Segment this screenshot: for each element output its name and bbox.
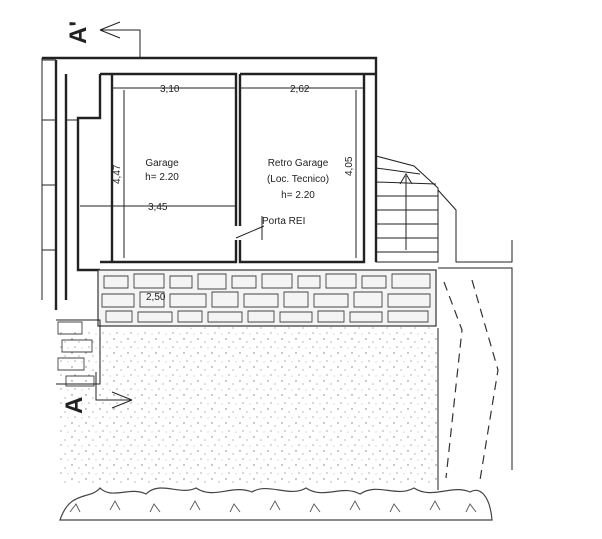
- door-swing: [235, 216, 265, 240]
- retro-garage-name: Retro Garage: [268, 158, 329, 169]
- ramp-dashes: [443, 279, 499, 481]
- gravel-yard: [60, 322, 438, 486]
- dim-garage-depth: 4,47: [112, 164, 123, 184]
- dim-garage-width-top: 3,10: [160, 84, 180, 95]
- garage-height: h= 2.20: [145, 172, 179, 183]
- dim-retro-width-top: 2,62: [290, 84, 310, 95]
- left-wall-steps: [41, 58, 79, 300]
- left-wall: [54, 60, 68, 310]
- door-label: Porta REI: [262, 216, 305, 227]
- section-label-bottom: A: [61, 397, 88, 414]
- stone-wall-band: [97, 269, 437, 327]
- garage-walls: [76, 72, 238, 272]
- dim-garage-width-mid: 3,45: [148, 202, 168, 213]
- staircase: [375, 155, 439, 263]
- section-mark-bottom: A: [61, 372, 133, 414]
- hedge-texture: [69, 500, 477, 513]
- retro-garage-height: h= 2.20: [281, 190, 315, 201]
- left-stone-block: [56, 319, 101, 385]
- garage-name: Garage: [145, 158, 179, 169]
- dim-retro-depth: 4,05: [344, 156, 355, 176]
- retro-garage-subname: (Loc. Tecnico): [267, 174, 329, 185]
- section-label-top: A': [65, 21, 92, 44]
- right-terrain: [437, 189, 513, 490]
- section-mark-top: A': [65, 21, 141, 58]
- dim-outside-width: 2,50: [146, 292, 166, 303]
- retro-garage-walls: [238, 72, 376, 264]
- dimension-lines: [80, 87, 364, 297]
- hedge: [59, 487, 493, 521]
- stone-wall-pattern: [57, 273, 431, 387]
